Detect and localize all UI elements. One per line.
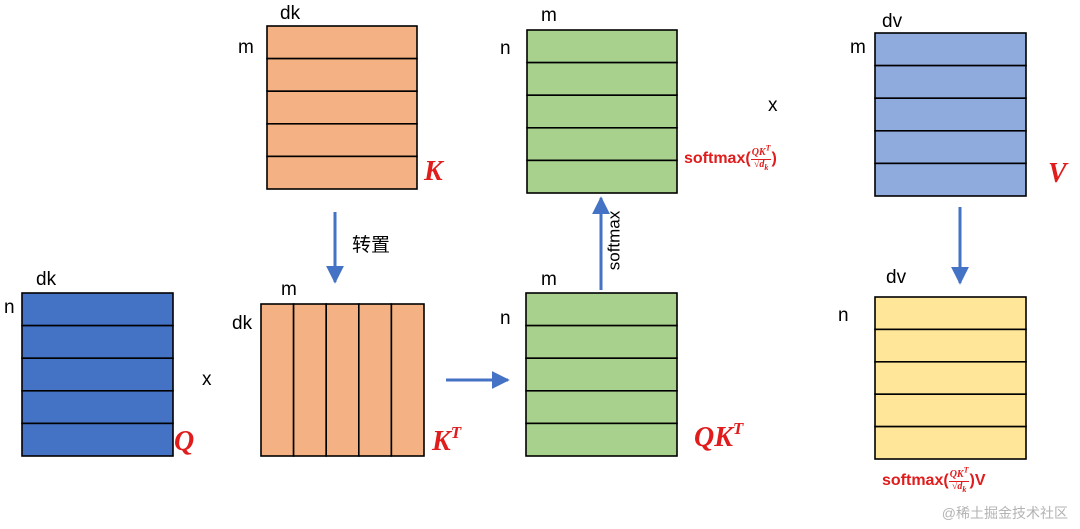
v-rows-label: m xyxy=(850,37,866,58)
qkt-matrix-cell xyxy=(525,324,678,360)
softmax-matrix-cell xyxy=(526,94,678,129)
qkt-matrix-cell xyxy=(525,292,678,327)
softmax-matrix-cell xyxy=(526,127,678,162)
v-cols-label: dv xyxy=(882,11,903,32)
kt-cols-label: m xyxy=(281,279,297,300)
q-matrix xyxy=(21,292,174,457)
soft-cols-label: m xyxy=(541,5,557,26)
q-matrix-cell xyxy=(21,422,174,457)
q-matrix-cell xyxy=(21,292,174,327)
k-matrix-cell xyxy=(266,123,418,158)
q-matrix-cell xyxy=(21,324,174,360)
v-matrix-cell xyxy=(874,97,1027,132)
q-symbol: Q xyxy=(174,426,195,457)
times-sign-q-kt: x xyxy=(202,369,212,390)
softmax-arrow-label: softmax xyxy=(604,210,624,271)
qkt-cols-label: m xyxy=(541,269,557,290)
output-formula: softmax(QKT√dk)V xyxy=(882,465,986,494)
softmax-matrix xyxy=(526,29,678,194)
output-matrix xyxy=(874,296,1027,460)
v-matrix-cell xyxy=(874,162,1027,197)
softmax-formula: softmax(QKT√dk) xyxy=(684,143,777,172)
times-sign-soft-v: x xyxy=(768,95,778,116)
soft-rows-label: n xyxy=(500,38,511,59)
k-matrix-cell xyxy=(266,90,418,125)
k-rows-label: m xyxy=(238,37,254,58)
softmax-matrix-cell xyxy=(526,61,678,96)
transpose-label: 转置 xyxy=(352,235,391,256)
qkt-matrix xyxy=(525,292,678,457)
kt-matrix-cell xyxy=(292,303,328,457)
output-matrix-cell xyxy=(874,328,1027,363)
output-matrix-cell xyxy=(874,425,1027,460)
v-symbol: V xyxy=(1048,158,1067,189)
qkt-rows-label: n xyxy=(500,308,511,329)
q-cols-label: dk xyxy=(36,269,57,290)
output-matrix-cell xyxy=(874,296,1027,331)
kt-matrix-cell xyxy=(390,303,425,457)
qkt-matrix-cell xyxy=(525,422,678,457)
qkt-matrix-cell xyxy=(525,389,678,425)
kt-matrix xyxy=(260,303,425,457)
k-symbol: K xyxy=(424,156,443,187)
v-matrix-cell xyxy=(874,130,1027,165)
output-matrix-cell xyxy=(874,393,1027,428)
v-matrix xyxy=(874,32,1027,197)
k-matrix-cell xyxy=(266,25,418,60)
kt-symbol: KT xyxy=(432,422,462,457)
output-matrix-cell xyxy=(874,360,1027,395)
q-rows-label: n xyxy=(4,297,15,318)
v-matrix-cell xyxy=(874,32,1027,67)
v-matrix-cell xyxy=(874,64,1027,99)
k-matrix-cell xyxy=(266,155,418,190)
watermark: @稀土掘金技术社区 xyxy=(941,505,1068,521)
softmax-matrix-cell xyxy=(526,159,678,194)
kt-rows-label: dk xyxy=(232,313,253,334)
out-rows-label: n xyxy=(838,305,849,326)
qkt-matrix-cell xyxy=(525,357,678,392)
k-matrix-cell xyxy=(266,57,418,92)
kt-matrix-cell xyxy=(260,303,295,457)
kt-matrix-cell xyxy=(357,303,393,457)
qkt-symbol: QKT xyxy=(694,418,744,453)
k-matrix xyxy=(266,25,418,190)
k-cols-label: dk xyxy=(280,3,301,24)
kt-matrix-cell xyxy=(325,303,360,457)
softmax-matrix-cell xyxy=(526,29,678,64)
out-cols-label: dv xyxy=(886,267,907,288)
q-matrix-cell xyxy=(21,389,174,425)
q-matrix-cell xyxy=(21,357,174,392)
